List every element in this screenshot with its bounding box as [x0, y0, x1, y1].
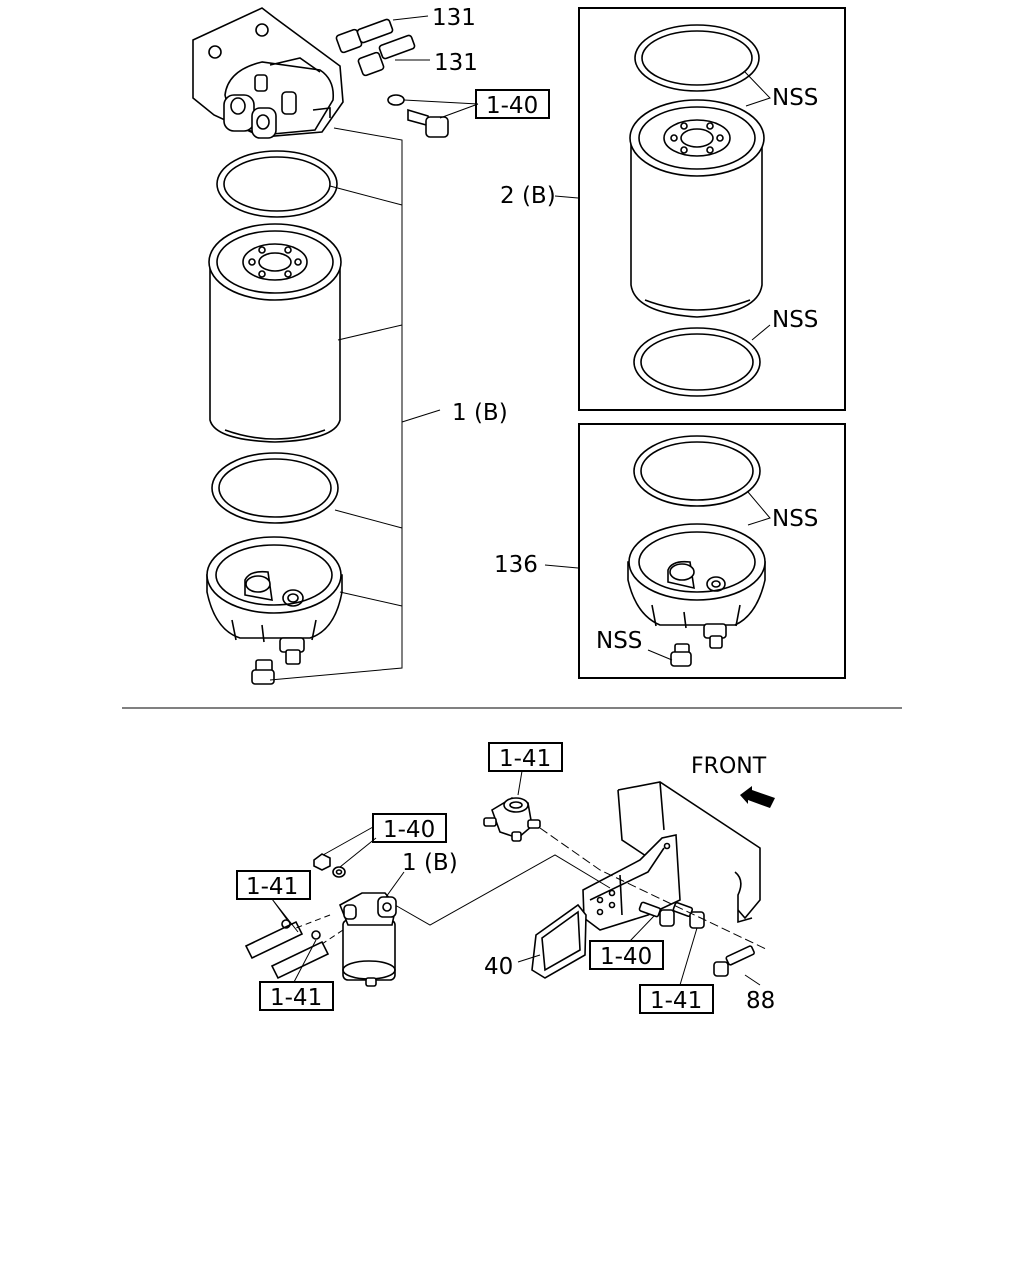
leader-nss-4 [647, 649, 673, 661]
label-131-lower: 131 [434, 50, 478, 76]
bolt-and-washer-top [387, 94, 479, 138]
filter-head-bracket [192, 7, 344, 139]
ref-1-40-mid: 1-40 [383, 817, 435, 843]
fuel-hoses-left [244, 914, 344, 980]
leader-nss-3 [747, 491, 771, 526]
leader-88 [744, 974, 761, 986]
label-nss-1: NSS [772, 85, 818, 111]
label-nss-4: NSS [596, 628, 642, 654]
nut-and-washer-mid [313, 826, 377, 878]
seal-ring-upper [216, 150, 338, 218]
dashed-centerline-right [539, 827, 769, 951]
kit-136-drain-plug [670, 643, 692, 667]
ref-1-40-top: 1-40 [486, 93, 538, 119]
ref-box-1-41-top [488, 742, 563, 772]
priming-pump [483, 797, 541, 842]
kit-136-seal [633, 435, 761, 507]
kit-2b-cartridge [629, 99, 765, 318]
leader-40 [517, 954, 541, 963]
connection-line [394, 854, 611, 926]
ref-box-1-40-bottom [589, 940, 664, 970]
leader-1-41-top [517, 770, 523, 796]
leader-1-40-bottom [629, 915, 655, 942]
label-front: FRONT [691, 754, 767, 779]
filter-cartridge [208, 223, 342, 443]
leader-2b [554, 195, 579, 199]
leader-1b [269, 127, 441, 681]
label-nss-3: NSS [772, 506, 818, 532]
label-1b: 1 (B) [452, 400, 508, 426]
leader-1b-small [385, 871, 405, 898]
kit-136-bowl [627, 523, 766, 649]
leader-136 [544, 564, 579, 569]
label-2b: 2 (B) [500, 183, 556, 209]
fitting-131-upper [335, 15, 429, 54]
leader-1-41-bottom [679, 927, 698, 986]
leader-nss-2 [751, 324, 771, 341]
ref-1-40-bottom: 1-40 [600, 944, 652, 970]
ref-box-1-41-bottom [639, 984, 714, 1014]
kit-2b-seal-top [634, 24, 760, 92]
leader-nss-1 [744, 71, 771, 107]
label-136: 136 [494, 552, 538, 578]
label-1b-small: 1 (B) [402, 850, 458, 876]
installed-filter [338, 892, 397, 987]
ref-box-1-40-mid [372, 813, 447, 843]
front-arrow-icon [740, 786, 775, 808]
fitting-131-lower [357, 34, 430, 77]
drain-plug [251, 659, 275, 685]
label-nss-2: NSS [772, 307, 818, 333]
seal-ring-lower [211, 452, 339, 524]
ref-box-1-41-left-a [236, 870, 311, 900]
label-131-upper: 131 [432, 5, 476, 31]
label-40: 40 [484, 954, 513, 980]
ref-box-1-40-top [475, 89, 550, 119]
kit-2b-seal-bottom [633, 327, 761, 397]
ref-1-41-left-a: 1-41 [246, 874, 298, 900]
kit-box-136 [578, 423, 846, 679]
kit-box-2b [578, 7, 846, 411]
leader-1-41-left-a [271, 898, 299, 933]
leader-1-41-left-b [293, 939, 317, 983]
ref-1-41-top: 1-41 [499, 746, 551, 772]
ref-1-41-bottom: 1-41 [650, 988, 702, 1014]
ref-1-41-left-b: 1-41 [270, 985, 322, 1011]
label-88: 88 [746, 988, 775, 1014]
ref-box-1-41-left-b [259, 981, 334, 1011]
water-separator-bowl [206, 536, 343, 665]
